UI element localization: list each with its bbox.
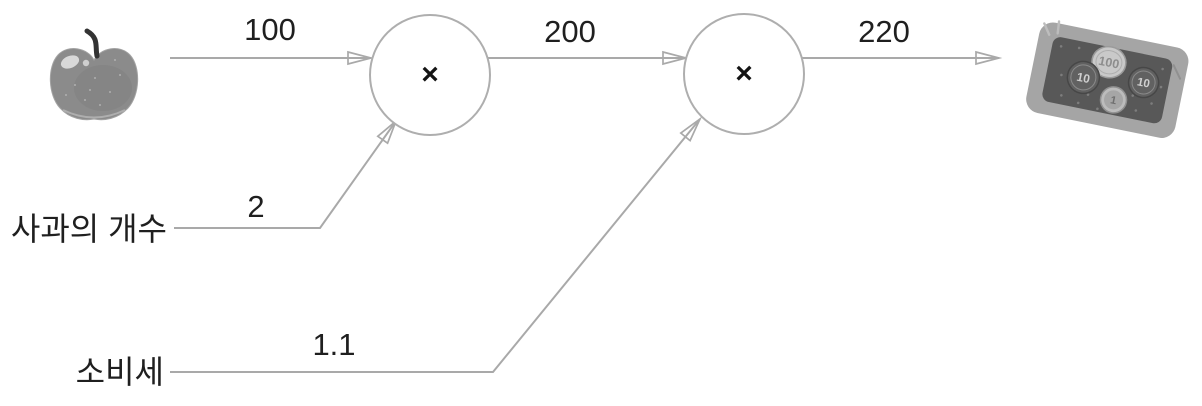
- edge-line: [174, 118, 398, 229]
- edge-apple-to-multiply-1: 100: [170, 12, 375, 66]
- coin-10-right: 10: [1127, 66, 1160, 99]
- coin-10-left: 10: [1066, 60, 1101, 95]
- coin-10-right-label: 10: [1136, 76, 1151, 90]
- apple-image: [49, 28, 139, 121]
- tray-glint-marks: [1043, 20, 1182, 80]
- multiply-node-1: [369, 14, 491, 136]
- apple-shading: [74, 65, 132, 111]
- input-label-tax: 소비세: [76, 354, 164, 390]
- coin-1: 1: [1099, 86, 1128, 114]
- multiply-operator-1: ×: [421, 58, 439, 91]
- edge-label-2: 2: [247, 189, 264, 224]
- money-tray-inner: [1042, 37, 1173, 124]
- apple-highlight-dot: [82, 59, 90, 67]
- input-label-apple-count: 사과의 개수: [11, 211, 167, 247]
- apple-stem: [84, 28, 100, 59]
- coin-100: 100: [1091, 45, 1127, 79]
- edge-label-220: 220: [858, 14, 910, 49]
- edge-line: [170, 116, 703, 373]
- edge-tax-to-multiply-2: 1.1: [170, 116, 703, 373]
- coin-1-label: 1: [1109, 94, 1117, 107]
- edge-apple-count-to-multiply-1: 2: [174, 118, 398, 229]
- apple-speckles: [65, 59, 121, 106]
- apple-highlight: [60, 55, 80, 69]
- coin-100-label: 100: [1097, 54, 1120, 72]
- money-image: 100 10 10 1: [1026, 20, 1189, 138]
- edge-multiply-2-to-money: 220: [802, 14, 1003, 66]
- edge-label-100: 100: [244, 12, 296, 47]
- multiply-operator-2: ×: [735, 57, 753, 90]
- edge-label-1.1: 1.1: [312, 327, 355, 362]
- coin-10-left-label: 10: [1075, 70, 1091, 86]
- edge-multiply-1-to-multiply-2: 200: [488, 14, 690, 66]
- apple-bottom-light: [62, 109, 126, 119]
- multiply-node-2: [683, 13, 805, 135]
- edge-label-200: 200: [544, 14, 596, 49]
